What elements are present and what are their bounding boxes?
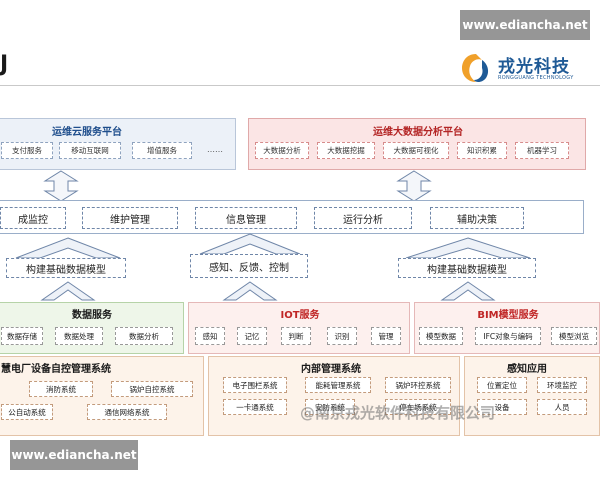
bim-item-model-data: 模型数据 xyxy=(419,327,463,345)
iot-item-memory: 记忆 xyxy=(237,327,267,345)
system-boiler-env: 锅炉环控系统 xyxy=(385,377,451,393)
data-service-panel: 数据服务 数据存储 数据处理 数据分析 xyxy=(0,302,184,354)
system-card: 一卡通系统 xyxy=(223,399,287,415)
model-label-right: 构建基础数据模型 xyxy=(398,258,536,278)
up-down-arrow-icon xyxy=(43,170,79,202)
bigdata-platform-title: 运维大数据分析平台 xyxy=(373,127,463,138)
cloud-item-mobile: 移动互联网 xyxy=(59,142,121,159)
bigdata-analysis-platform: 运维大数据分析平台 大数据分析 大数据挖掘 大数据可视化 知识积累 机器学习 xyxy=(248,118,586,170)
bigdata-item-ml: 机器学习 xyxy=(515,142,569,159)
bim-item-browse: 模型浏览 xyxy=(551,327,597,345)
system-fire: 消防系统 xyxy=(29,381,93,397)
system-parking: 停车场系统 xyxy=(385,399,451,415)
chevron-up-arrow-icon xyxy=(405,237,531,259)
chevron-up-arrow-icon xyxy=(440,281,496,301)
watermark-top: www.ediancha.net xyxy=(460,10,590,40)
perception-app-title: 感知应用 xyxy=(507,364,547,375)
chevron-up-arrow-icon xyxy=(40,281,96,301)
cloud-item-payment: 支付服务 xyxy=(1,142,53,159)
iot-item-judge: 判断 xyxy=(281,327,311,345)
up-down-arrow-icon xyxy=(396,170,432,202)
bigdata-item-knowledge: 知识积累 xyxy=(457,142,507,159)
function-operation-analysis: 运行分析 xyxy=(314,207,412,229)
app-device: 设备 xyxy=(477,399,527,415)
system-communication: 通信网络系统 xyxy=(87,404,167,420)
company-logo: 戎光科技 RONGGUANG TECHNOLOGY xyxy=(460,50,590,86)
logo-name: 戎光科技 xyxy=(498,57,570,77)
bigdata-item-visualization: 大数据可视化 xyxy=(383,142,449,159)
logo-mark-icon xyxy=(462,54,489,83)
system-energy: 能耗管理系统 xyxy=(305,377,371,393)
bigdata-item-analysis: 大数据分析 xyxy=(255,142,309,159)
system-boiler-control: 锅炉自控系统 xyxy=(111,381,193,397)
data-service-storage: 数据存储 xyxy=(1,327,43,345)
function-decision-support: 辅助决策 xyxy=(430,207,524,229)
iot-item-manage: 管理 xyxy=(371,327,401,345)
chevron-up-arrow-icon xyxy=(15,237,121,259)
cloud-item-value-added: 增值服务 xyxy=(132,142,192,159)
cloud-item-more: …… xyxy=(207,145,223,154)
internal-management-title: 内部管理系统 xyxy=(301,364,361,375)
app-environment: 环境监控 xyxy=(537,377,587,393)
watermark-bottom: www.ediancha.net xyxy=(10,440,138,470)
data-service-title: 数据服务 xyxy=(72,310,112,321)
iot-item-sense: 感知 xyxy=(195,327,225,345)
iot-item-identify: 识别 xyxy=(327,327,357,345)
function-maintenance: 维护管理 xyxy=(82,207,178,229)
cloud-platform-title: 运维云服务平台 xyxy=(52,127,122,138)
data-service-processing: 数据处理 xyxy=(55,327,103,345)
system-security: 安防系统 xyxy=(305,399,355,415)
bim-item-ifc: IFC对象与编码 xyxy=(475,327,541,345)
bim-service-panel: BIM模型服务 模型数据 IFC对象与编码 模型浏览 xyxy=(414,302,600,354)
cloud-service-platform: 运维云服务平台 支付服务 移动互联网 增值服务 …… xyxy=(0,118,236,170)
chevron-up-arrow-icon xyxy=(199,233,301,255)
bim-service-title: BIM模型服务 xyxy=(477,310,539,321)
function-monitoring: 成监控 xyxy=(0,207,66,229)
page-title-fragment: J xyxy=(0,52,9,77)
perception-app-panel: 感知应用 位置定位 环境监控 设备 人员 xyxy=(464,356,600,436)
model-label-middle: 感知、反馈、控制 xyxy=(190,254,308,278)
chevron-up-arrow-icon xyxy=(222,281,278,301)
system-office-automation: 公自动系统 xyxy=(1,404,53,420)
bigdata-item-mining: 大数据挖掘 xyxy=(317,142,375,159)
app-location: 位置定位 xyxy=(477,377,527,393)
iot-service-panel: IOT服务 感知 记忆 判断 识别 管理 xyxy=(188,302,410,354)
iot-service-title: IOT服务 xyxy=(280,310,320,321)
device-control-system-panel: 慧电厂设备自控管理系统 消防系统 锅炉自控系统 公自动系统 通信网络系统 xyxy=(0,356,204,436)
system-fence: 电子围栏系统 xyxy=(223,377,287,393)
logo-subtitle: RONGGUANG TECHNOLOGY xyxy=(498,75,574,81)
header-rule xyxy=(0,85,600,86)
watermark-center: @南京戎光软件科技有限公司 xyxy=(300,404,496,422)
model-label-left: 构建基础数据模型 xyxy=(6,258,126,278)
app-personnel: 人员 xyxy=(537,399,587,415)
function-info-management: 信息管理 xyxy=(195,207,297,229)
data-service-analysis: 数据分析 xyxy=(115,327,173,345)
internal-management-panel: 内部管理系统 电子围栏系统 能耗管理系统 锅炉环控系统 一卡通系统 安防系统 停… xyxy=(208,356,460,436)
device-control-system-title: 慧电厂设备自控管理系统 xyxy=(1,364,111,375)
